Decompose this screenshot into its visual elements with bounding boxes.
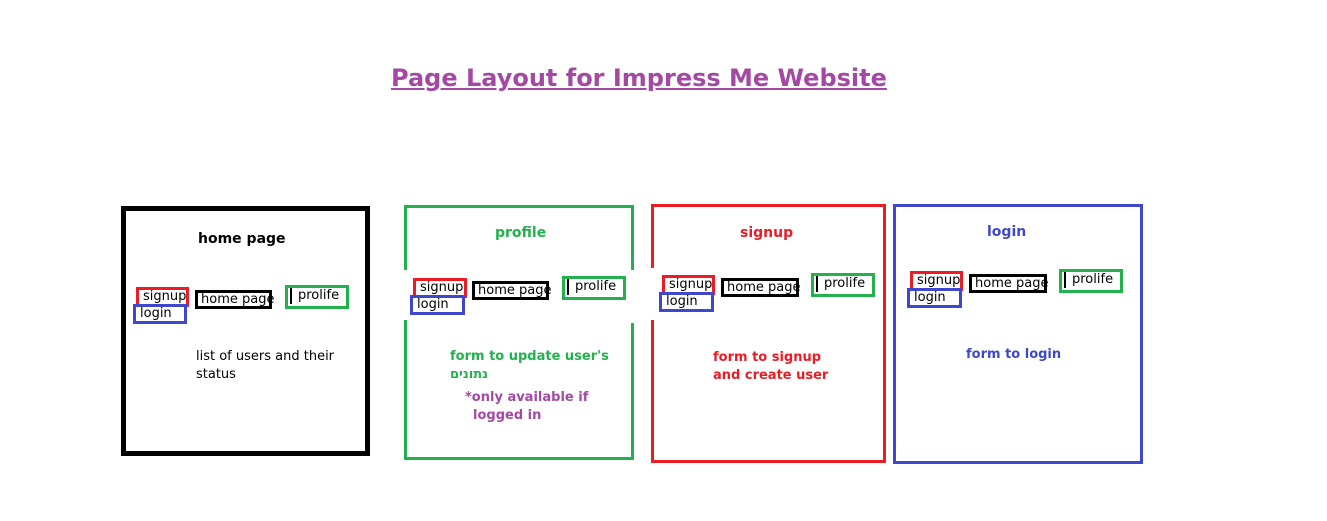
home-page-description-line1: list of users and their (196, 349, 335, 364)
profile-nav-home-page: home page (472, 281, 551, 300)
home-nav-login: login (133, 304, 187, 324)
signup-description-line1: form to signup (713, 350, 822, 365)
profile-panel-title: profile (495, 225, 547, 241)
signup-panel-border-gap-left (649, 268, 655, 320)
diagram-title: Page Layout for Impress Me Website (391, 64, 887, 92)
profile-description-line2: נתונים (450, 367, 489, 382)
home-nav-home-page: home page (195, 290, 274, 309)
profile-description-line1: form to update user's (450, 349, 609, 364)
home-page-panel (121, 206, 370, 456)
profile-panel (404, 205, 634, 460)
signup-nav-login: login (659, 292, 714, 312)
signup-panel (651, 204, 886, 463)
signup-nav-prolife: prolife (811, 273, 875, 297)
login-nav-prolife-label: prolife (1064, 272, 1113, 288)
login-nav-prolife: prolife (1059, 269, 1123, 293)
profile-nav-prolife: prolife (562, 276, 626, 300)
signup-nav-prolife-label: prolife (816, 276, 865, 292)
home-nav-prolife: prolife (285, 285, 349, 309)
login-panel (893, 204, 1143, 464)
profile-panel-border-gap-right (629, 270, 636, 323)
profile-note-line2: logged in (473, 408, 542, 423)
signup-nav-home-page: home page (721, 278, 800, 297)
profile-note-line1: *only available if (465, 390, 589, 405)
login-panel-title: login (987, 224, 1027, 240)
signup-panel-title: signup (740, 225, 794, 241)
home-page-panel-title: home page (198, 231, 286, 247)
profile-panel-border-gap-left (402, 270, 408, 320)
home-nav-prolife-label: prolife (290, 288, 339, 304)
login-description-line1: form to login (966, 347, 1062, 362)
login-nav-signup: signup (910, 271, 963, 291)
profile-nav-prolife-label: prolife (567, 279, 616, 295)
signup-description-line2: and create user (713, 368, 829, 383)
login-nav-home-page: home page (969, 274, 1048, 293)
profile-nav-login: login (410, 295, 465, 315)
home-nav-signup: signup (136, 287, 189, 307)
profile-nav-signup: signup (413, 278, 467, 298)
login-nav-login: login (907, 288, 962, 308)
home-page-description-line2: status (196, 367, 236, 382)
